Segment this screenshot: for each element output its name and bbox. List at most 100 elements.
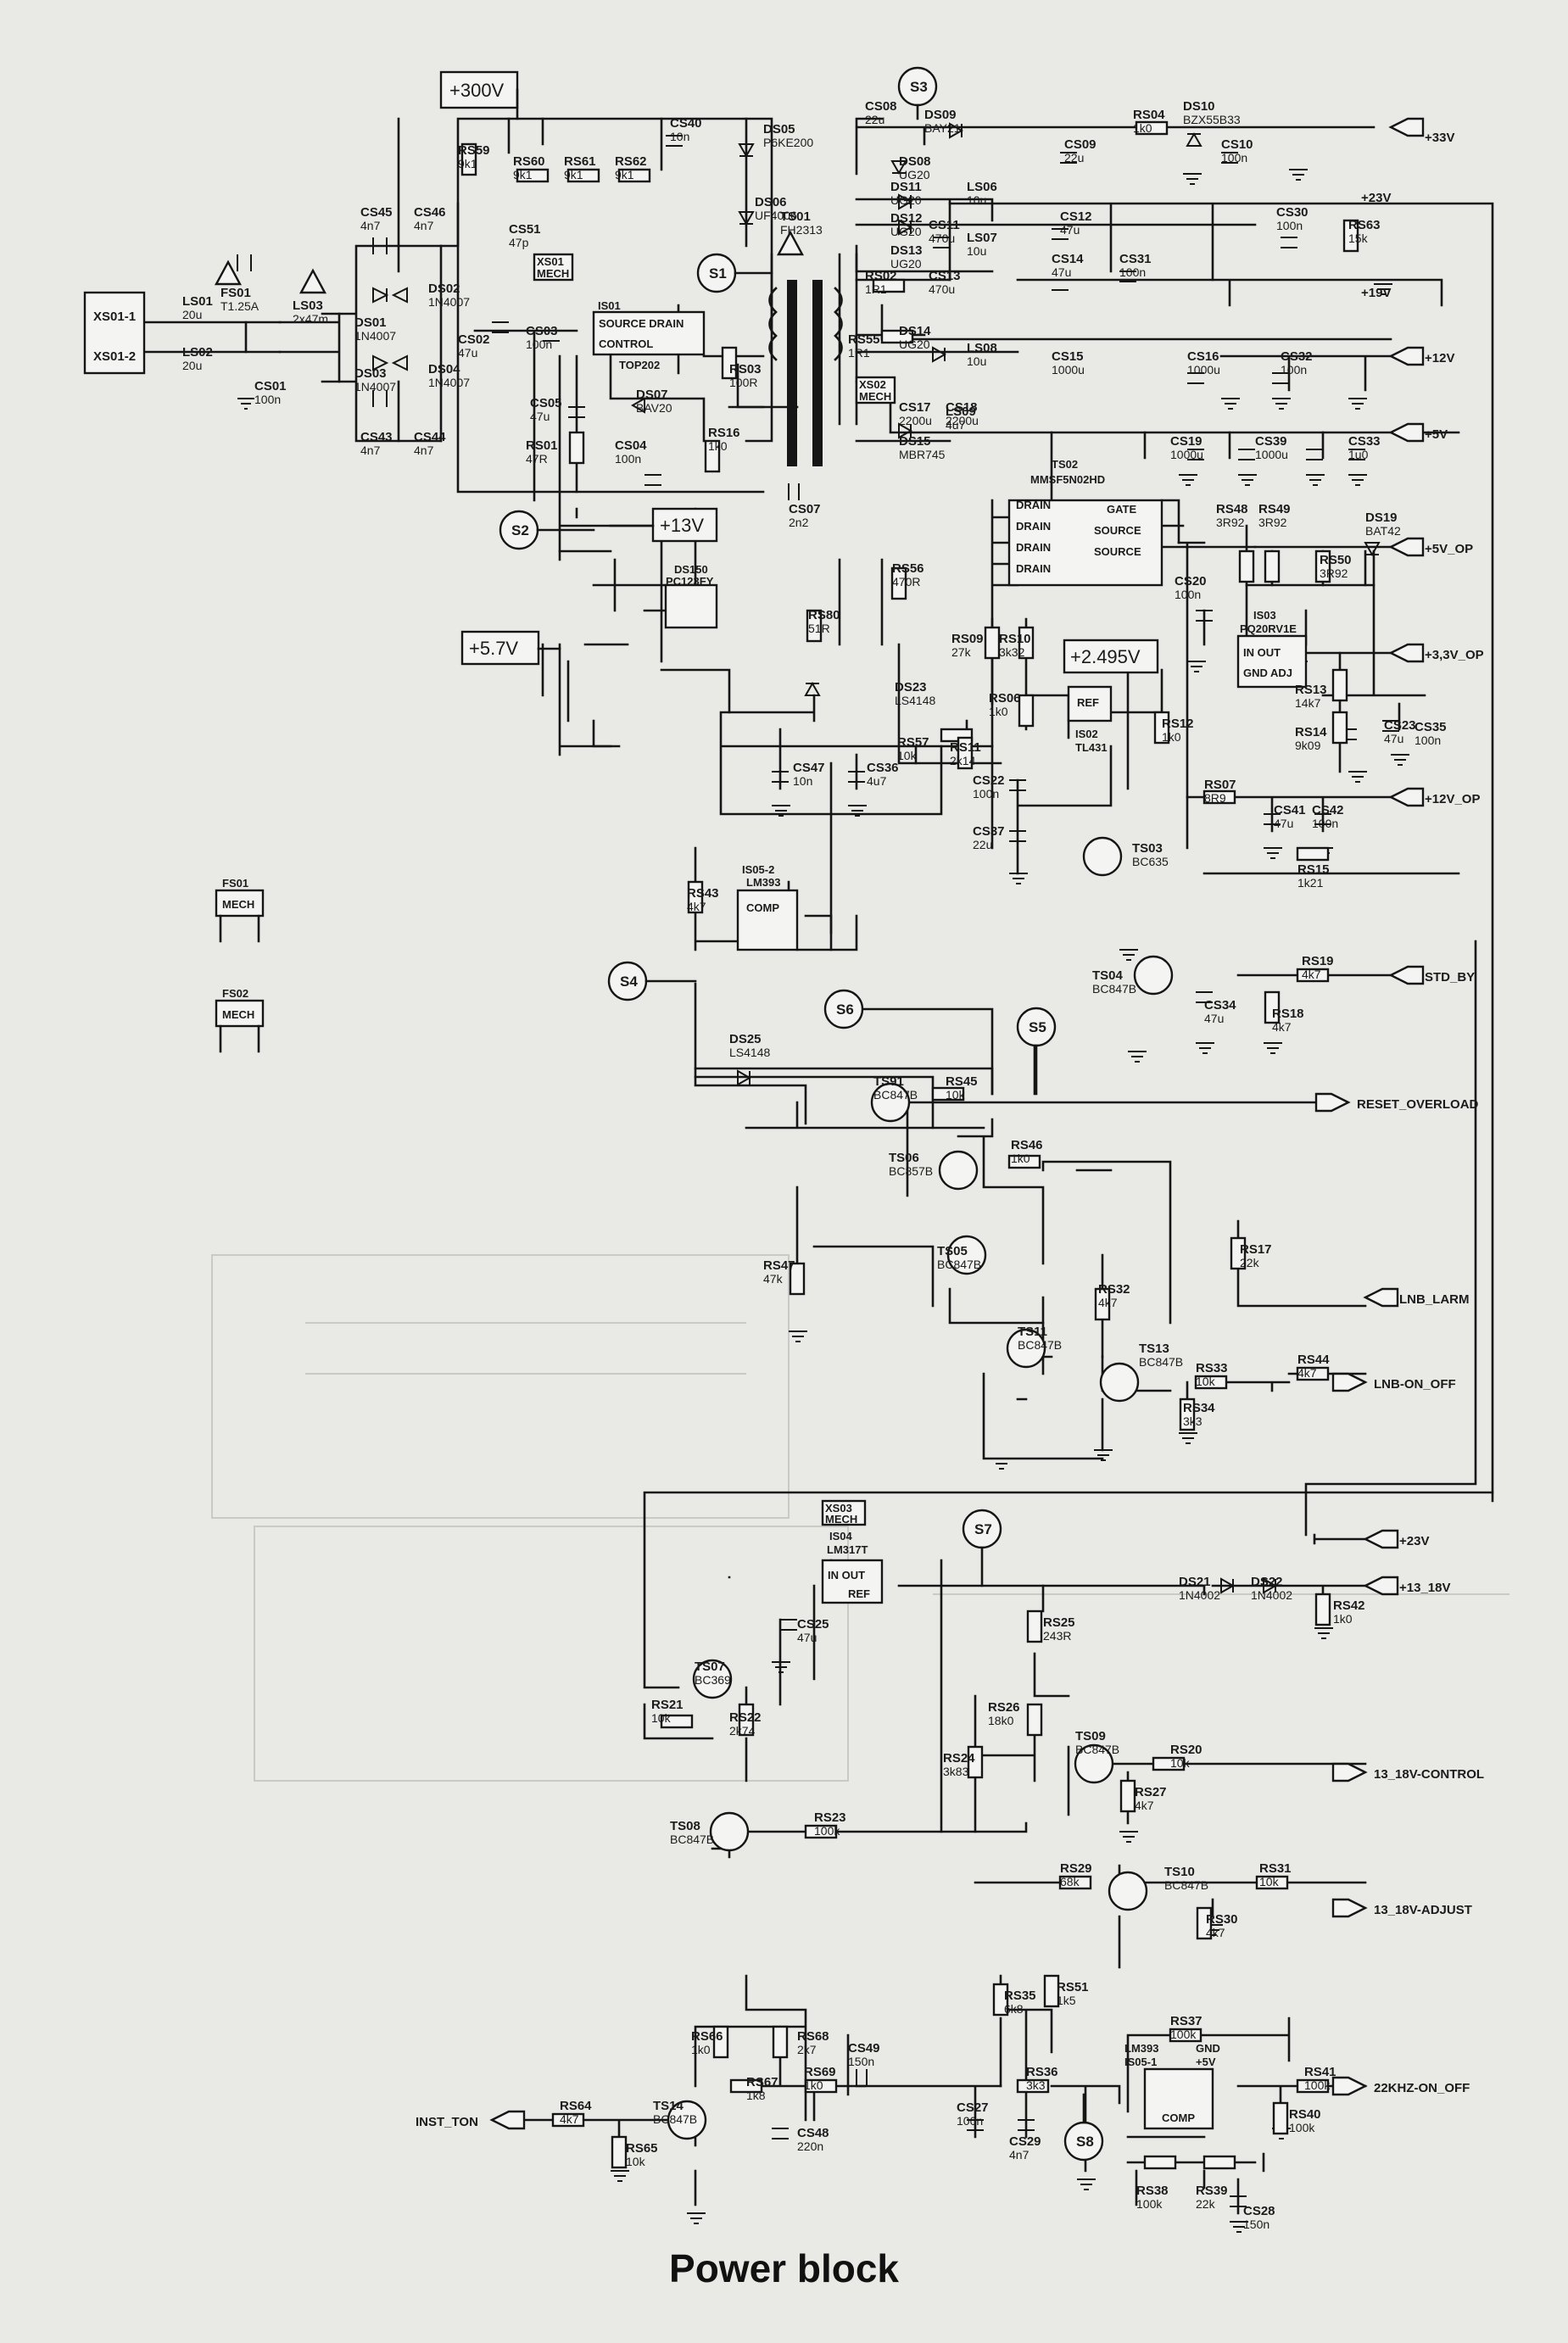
mech-xs03: MECH [825,1513,857,1526]
ic-packages [592,310,1308,2130]
component-value-rs65: 10k [626,2155,646,2168]
component-ref-rs06: RS06 [989,691,1021,706]
component-ref-ls09: LS09 [946,404,976,419]
component-value-rs40: 100k [1289,2121,1315,2134]
component-ref-rs01: RS01 [526,438,558,453]
component-labels: FS01T1.25ALS0120uLS0220uCS01100nLS032x47… [182,99,1447,2231]
component-value-cs40: 10n [670,130,689,143]
component-ref-rs25: RS25 [1043,1615,1075,1630]
component-value-ds08: UG20 [899,168,930,181]
component-value-rs17: 22k [1240,1256,1260,1269]
component-value-rs03: 100R [729,376,757,389]
component-value-cs46: 4n7 [414,219,434,232]
component-value-rs67: 1k8 [746,2089,766,2102]
component-value-rs19: 4k7 [1302,968,1321,981]
component-ref-rs47: RS47 [763,1258,795,1273]
component-ref-rs68: RS68 [797,2029,829,2044]
mech-xs01-ref: XS01 [537,255,564,268]
component-value-rs46: 1k0 [1011,1152,1030,1165]
component-value-cs41: 47u [1274,817,1293,830]
ic-ts02-drain-4: DRAIN [1016,562,1051,575]
component-value-rs11: 2k14 [950,754,976,767]
component-value-cs35: 100n [1415,734,1441,747]
voltage-callouts [439,70,1159,674]
component-ref-cs25: CS25 [797,1617,829,1632]
component-value-ts11: BC847B [1018,1338,1062,1352]
component-ref-rs31: RS31 [1259,1861,1292,1876]
test-point-s6: S6 [836,1001,854,1018]
net-3-3v-op: +3,3V_OP [1425,648,1484,662]
component-ref-ds05: DS05 [763,122,795,137]
mech-xs02-ref: XS02 [859,378,886,391]
component-ref-cs13: CS13 [929,269,961,283]
component-value-cs45: 4n7 [360,219,381,232]
mech-fs01: MECH [222,898,254,911]
ic-is05-1-gnd: GND [1196,2042,1220,2055]
component-ref-ds14: DS14 [899,324,931,338]
component-value-rs33: 10k [1196,1375,1216,1388]
component-ref-ts10: TS10 [1164,1865,1195,1879]
component-ref-cs01: CS01 [254,379,287,393]
component-value-cs51: 47p [509,236,529,249]
component-value-rs64: 4k7 [560,2112,579,2126]
component-ref-rs09: RS09 [951,632,984,646]
ic-ts02-source-2: SOURCE [1094,545,1141,558]
component-value-cs17: 2200u [899,414,932,427]
ic-ts02-source-1: SOURCE [1094,524,1141,537]
component-value-ts06: BC857B [889,1164,933,1178]
component-ref-cs04: CS04 [615,438,647,453]
component-ref-rs02: RS02 [865,269,897,283]
component-value-cs27: 100n [957,2114,983,2128]
component-ref-ts04: TS04 [1092,968,1124,983]
component-ref-rs07: RS07 [1204,778,1236,792]
ic-is03-inout: IN OUT [1243,646,1281,659]
component-value-rs63: 15k [1348,232,1369,245]
component-ref-ds08: DS08 [899,154,931,169]
component-ref-cs30: CS30 [1276,205,1309,220]
component-value-ds15: MBR745 [899,448,946,461]
component-ref-cs39: CS39 [1255,434,1287,449]
ic-ds10-ref: DS150 [674,563,708,576]
component-ref-rs26: RS26 [988,1700,1020,1715]
component-ref-ds12: DS12 [890,211,923,226]
test-point-s5: S5 [1029,1019,1046,1035]
component-value-rs62: 9k1 [615,168,634,181]
component-value-rs38: 100k [1136,2197,1163,2211]
component-value-rs07: 8R9 [1204,791,1226,805]
ic-is05-2-part: LM393 [746,876,780,889]
component-value-rs14: 9k09 [1295,739,1321,752]
ic-is02-part: TL431 [1075,741,1108,754]
component-ref-rs62: RS62 [615,154,647,169]
component-ref-ls02: LS02 [182,345,213,360]
component-value-cs22: 100n [973,787,999,801]
component-ref-ls06: LS06 [967,180,997,194]
callout-2-495v: +2.495V [1070,646,1141,667]
component-value-ls07: 10u [967,244,986,258]
component-value-ts04: BC847B [1092,982,1136,996]
component-value-rs04: 1k0 [1133,121,1152,135]
component-value-cs47: 10n [793,774,812,788]
ic-is05-2-ref: IS05-2 [742,863,774,876]
ic-is02-ref-pin: REF [1077,696,1099,709]
component-ref-rs30: RS30 [1206,1912,1238,1927]
component-ref-rs40: RS40 [1289,2107,1321,2122]
component-value-cs25: 47u [797,1631,817,1644]
ic-ts02-part: MMSF5N02HD [1030,473,1105,486]
component-value-rs26: 18k0 [988,1714,1014,1727]
component-ref-cs34: CS34 [1204,998,1236,1013]
ic-is02-ref: IS02 [1075,728,1098,740]
component-ref-cs32: CS32 [1281,349,1313,364]
component-ref-rs59: RS59 [458,143,490,158]
component-value-rs21: 10k [651,1711,672,1725]
ic-is05-1-comp: COMP [1162,2111,1195,2124]
callout-5-7v: +5.7V [469,638,518,659]
mech-fs02: MECH [222,1008,254,1021]
test-point-s8: S8 [1076,2134,1094,2150]
ic-ts02-gate: GATE [1107,503,1136,516]
component-value-rs34: 3k3 [1183,1414,1203,1428]
component-ref-fs01: FS01 [220,286,251,300]
component-ref-rs43: RS43 [687,886,719,901]
component-ref-ds07: DS07 [636,388,668,402]
component-ref-rs41: RS41 [1304,2065,1336,2079]
component-ref-cs33: CS33 [1348,434,1381,449]
